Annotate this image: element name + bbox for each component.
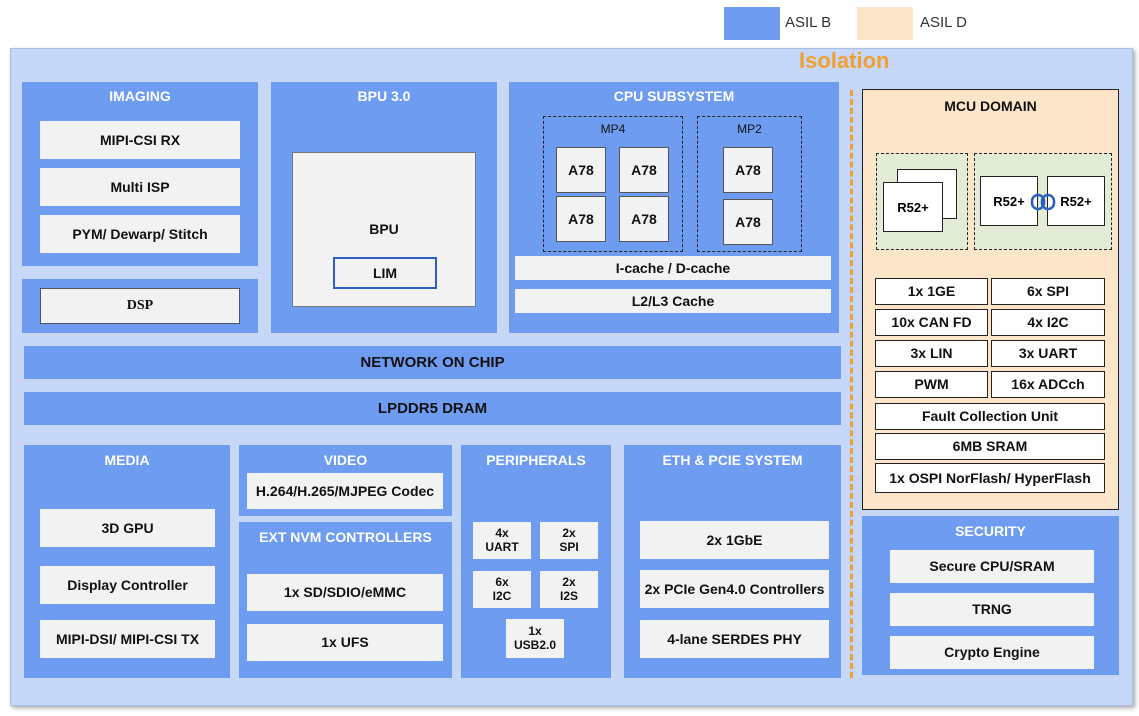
mcu-i2c: 4x I2C xyxy=(991,309,1105,336)
video-block: VIDEO H.264/H.265/MJPEG Codec xyxy=(239,445,452,516)
eth-pcie-block: ETH & PCIE SYSTEM 2x 1GbE 2x PCIe Gen4.0… xyxy=(624,445,841,678)
isolation-line xyxy=(850,90,853,678)
mipi-dsi-csi-tx: MIPI-DSI/ MIPI-CSI TX xyxy=(40,620,215,658)
ext-nvm-title: EXT NVM CONTROLLERS xyxy=(259,529,432,545)
legend-asil-d-label: ASIL D xyxy=(920,14,967,31)
mcu-spi: 6x SPI xyxy=(991,278,1105,305)
mcu-adc: 16x ADCch xyxy=(991,371,1105,398)
mcu-can-fd: 10x CAN FD xyxy=(875,309,988,336)
mcu-uart: 3x UART xyxy=(991,340,1105,367)
mcu-title: MCU DOMAIN xyxy=(944,98,1037,114)
ext-nvm-block: EXT NVM CONTROLLERS 1x SD/SDIO/eMMC 1x U… xyxy=(239,522,452,678)
3d-gpu: 3D GPU xyxy=(40,509,215,547)
mcu-pwm: PWM xyxy=(875,371,988,398)
ufs: 1x UFS xyxy=(247,624,443,661)
i2s: 2x I2S xyxy=(540,571,598,608)
bpu-title: BPU 3.0 xyxy=(357,88,411,104)
sd-sdio-emmc: 1x SD/SDIO/eMMC xyxy=(247,574,443,611)
mp2-label: MP2 xyxy=(737,122,762,136)
crypto-engine: Crypto Engine xyxy=(890,636,1094,669)
video-title: VIDEO xyxy=(323,452,368,468)
r52-core: R52+ xyxy=(883,182,943,232)
peripherals-block: PERIPHERALS 4x UART 2x SPI 6x I2C 2x I2S… xyxy=(461,445,611,678)
l2-l3-cache: L2/L3 Cache xyxy=(515,289,831,313)
dsp-block: DSP xyxy=(22,279,258,333)
r52-core: R52+ xyxy=(1047,176,1105,226)
pcie-controllers: 2x PCIe Gen4.0 Controllers xyxy=(640,570,829,608)
legend-asil-d-swatch xyxy=(857,7,913,40)
secure-cpu-sram: Secure CPU/SRAM xyxy=(890,550,1094,583)
serdes-phy: 4-lane SERDES PHY xyxy=(640,620,829,658)
r52-core: R52+ xyxy=(980,176,1038,226)
legend-asil-b-swatch xyxy=(724,7,780,40)
cpu-title: CPU SUBSYSTEM xyxy=(613,88,735,104)
mcu-lin: 3x LIN xyxy=(875,340,988,367)
ospi-norflash: 1x OSPI NorFlash/ HyperFlash xyxy=(875,463,1105,493)
media-block: MEDIA 3D GPU Display Controller MIPI-DSI… xyxy=(24,445,230,678)
display-controller: Display Controller xyxy=(40,566,215,604)
trng: TRNG xyxy=(890,593,1094,626)
lpddr5-dram: LPDDR5 DRAM xyxy=(24,392,841,425)
i2c: 6x I2C xyxy=(473,571,531,608)
eth-pcie-title: ETH & PCIE SYSTEM xyxy=(662,452,803,468)
multi-isp: Multi ISP xyxy=(40,168,240,206)
a78-core: A78 xyxy=(723,199,773,245)
bpu-core: BPU LIM xyxy=(292,152,476,307)
mp4-cluster: MP4 xyxy=(543,116,683,252)
imaging-title: IMAGING xyxy=(109,88,171,104)
usb: 1x USB2.0 xyxy=(506,619,564,658)
legend-asil-b-label: ASIL B xyxy=(785,14,832,31)
pym-dewarp-stitch: PYM/ Dewarp/ Stitch xyxy=(40,215,240,253)
mcu-domain-block: MCU DOMAIN R52+ R52+ R52+ 1x 1GE 6x SPI … xyxy=(862,89,1119,510)
lim: LIM xyxy=(333,257,437,289)
peripherals-title: PERIPHERALS xyxy=(486,452,586,468)
mp4-label: MP4 xyxy=(600,122,626,136)
gbe: 2x 1GbE xyxy=(640,521,829,559)
a78-core: A78 xyxy=(556,196,606,242)
network-on-chip: NETWORK ON CHIP xyxy=(24,346,841,379)
mp2-cluster: MP2 xyxy=(697,116,802,252)
mcu-1ge: 1x 1GE xyxy=(875,278,988,305)
a78-core: A78 xyxy=(556,147,606,193)
bpu-block: BPU 3.0 BPU LIM xyxy=(271,82,497,333)
security-title: SECURITY xyxy=(955,523,1026,539)
video-codec: H.264/H.265/MJPEG Codec xyxy=(247,473,443,509)
isolation-label: Isolation xyxy=(799,48,890,73)
spi: 2x SPI xyxy=(540,522,598,559)
a78-core: A78 xyxy=(723,147,773,193)
fault-collection-unit: Fault Collection Unit xyxy=(875,403,1105,430)
sram-6mb: 6MB SRAM xyxy=(875,433,1105,460)
security-block: SECURITY Secure CPU/SRAM TRNG Crypto Eng… xyxy=(862,516,1119,675)
a78-core: A78 xyxy=(619,147,669,193)
lockstep-link-icon xyxy=(1030,193,1056,211)
mipi-csi-rx: MIPI-CSI RX xyxy=(40,121,240,159)
imaging-block: IMAGING MIPI-CSI RX Multi ISP PYM/ Dewar… xyxy=(22,82,258,266)
bpu-core-label: BPU xyxy=(369,221,399,237)
uart: 4x UART xyxy=(473,522,531,559)
media-title: MEDIA xyxy=(104,452,150,468)
a78-core: A78 xyxy=(619,196,669,242)
cpu-block: CPU SUBSYSTEM MP4 A78 A78 A78 A78 MP2 A7… xyxy=(509,82,839,333)
icache-dcache: I-cache / D-cache xyxy=(515,256,831,280)
dsp: DSP xyxy=(40,288,240,324)
